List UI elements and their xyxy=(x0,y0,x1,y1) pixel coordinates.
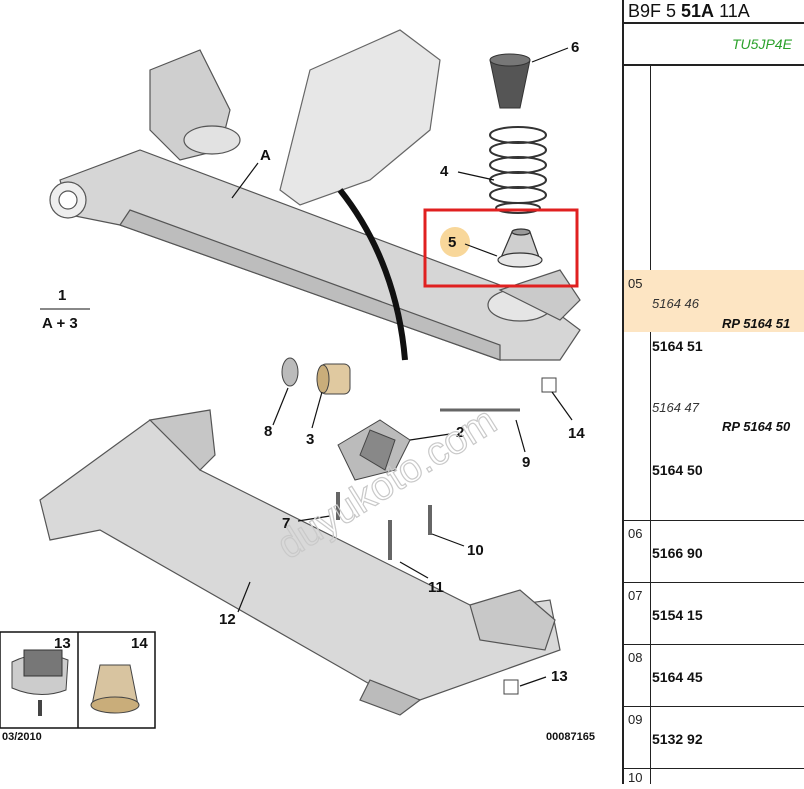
callout-7: 7 xyxy=(282,515,290,532)
row-number: 09 xyxy=(628,712,643,727)
row-number: 08 xyxy=(628,650,643,665)
spring-seat xyxy=(497,228,543,268)
callout-2: 2 xyxy=(456,424,464,441)
blank-row xyxy=(624,64,804,271)
inset-label-13: 13 xyxy=(54,635,71,652)
table-row: 05 5164 46 RP 5164 51 5164 51 5164 47 RP… xyxy=(624,270,804,521)
callout-A-plus-3: A + 3 xyxy=(42,315,78,332)
part-ref[interactable]: 5164 51 xyxy=(652,338,703,354)
row-number: 10 xyxy=(628,770,643,784)
parts-diagram: A 1 A + 3 2 3 4 5 6 7 8 9 10 11 12 13 14… xyxy=(0,29,595,743)
part-ref[interactable]: RP 5164 51 xyxy=(722,316,791,331)
callout-12: 12 xyxy=(219,611,236,628)
callout-1: 1 xyxy=(58,287,66,304)
inset-detail xyxy=(0,631,156,729)
table-header: B9F 5 51A 11A xyxy=(624,0,804,24)
table-row: 08 5164 45 xyxy=(624,644,804,707)
engine-code: TU5JP4E xyxy=(732,36,792,52)
bush-parts xyxy=(281,357,557,695)
callout-14: 14 xyxy=(568,425,585,442)
leader-lines xyxy=(231,47,573,687)
part-ref[interactable]: 5166 90 xyxy=(652,545,703,561)
table-row: 06 5166 90 xyxy=(624,520,804,583)
header-bold: 51A xyxy=(681,1,715,21)
diagram-date: 03/2010 xyxy=(2,731,42,743)
callout-A: A xyxy=(260,147,271,164)
heat-shield xyxy=(279,29,441,361)
callout-5: 5 xyxy=(448,234,456,251)
part-ref[interactable]: 5164 45 xyxy=(652,669,703,685)
row-number: 07 xyxy=(628,588,643,603)
table-row: 10 xyxy=(624,768,804,784)
column-divider xyxy=(650,64,651,784)
row-highlight xyxy=(624,270,804,332)
table-row: 07 5154 15 xyxy=(624,582,804,645)
parts-table: B9F 5 51A 11A TU5JP4E 05 5164 46 RP 5164… xyxy=(622,0,804,784)
part-ref[interactable]: RP 5164 50 xyxy=(722,419,791,434)
engine-row: TU5JP4E xyxy=(624,24,804,66)
part-ref[interactable]: 5164 50 xyxy=(652,462,703,478)
callout-9: 9 xyxy=(522,454,530,471)
table-row: 09 5132 92 xyxy=(624,706,804,769)
row-number: 06 xyxy=(628,526,643,541)
highlight-box xyxy=(423,208,579,288)
part-ref[interactable]: 5164 46 xyxy=(652,296,699,311)
axle-beam xyxy=(49,49,581,361)
row-number: 05 xyxy=(628,276,643,291)
callout-8: 8 xyxy=(264,423,272,440)
callout-4: 4 xyxy=(440,163,449,180)
part-ref[interactable]: 5132 92 xyxy=(652,731,703,747)
callout-10: 10 xyxy=(467,542,484,559)
diagram-code: 00087165 xyxy=(546,731,595,743)
highlight-marker xyxy=(440,227,470,257)
callout-11: 11 xyxy=(428,579,444,596)
callout-6: 6 xyxy=(571,39,579,56)
inset-label-14: 14 xyxy=(131,635,148,652)
subframe xyxy=(39,409,561,716)
bump-stop xyxy=(489,53,531,109)
header-prefix: B9F 5 xyxy=(628,1,682,21)
part-ref[interactable]: 5154 15 xyxy=(652,607,703,623)
header-suffix: 11A xyxy=(714,1,750,21)
callout-13: 13 xyxy=(551,668,568,685)
coil-spring xyxy=(489,126,547,214)
callout-3: 3 xyxy=(306,431,314,448)
part-ref[interactable]: 5164 47 xyxy=(652,400,699,415)
